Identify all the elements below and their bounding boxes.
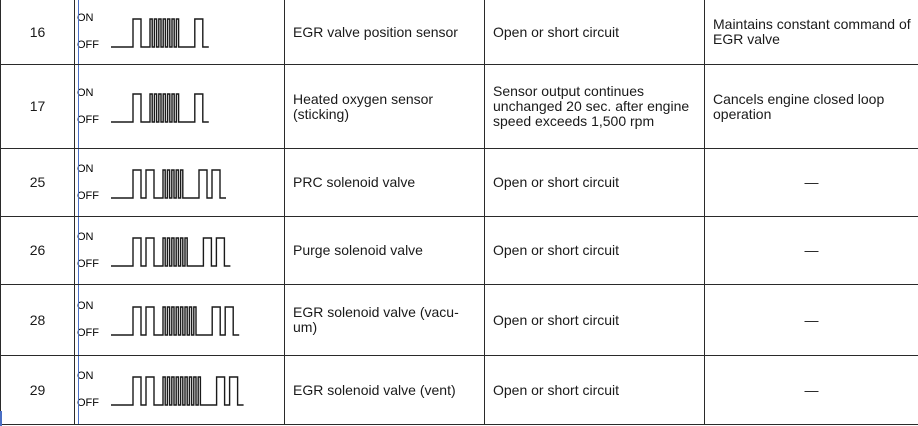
condition-cell: Open or short circuit (484, 0, 705, 65)
waveform-trace (111, 18, 209, 48)
waveform-cell: ON OFF (74, 148, 285, 217)
on-label: ON (77, 300, 94, 312)
table-row: 16 ON OFF EGR valve position sensor Open… (0, 0, 918, 65)
table-row: 17 ON OFF Heated oxygen sensor (sticking… (0, 64, 918, 149)
condition-cell: Open or short circuit (484, 355, 705, 425)
off-label: OFF (77, 327, 99, 339)
condition-cell: Open or short circuit (484, 148, 705, 217)
page-margin-mark (0, 411, 2, 426)
item-cell: PRC solenoid valve (284, 148, 485, 217)
off-label: OFF (77, 258, 99, 270)
item-cell: EGR solenoid valve (vent) (284, 355, 485, 425)
on-label: ON (77, 87, 94, 99)
condition-cell: Open or short circuit (484, 284, 705, 356)
on-label: ON (77, 12, 94, 24)
waveform-trace (111, 306, 240, 336)
table-row: 29 ON OFF EGR solenoid valve (vent) Open… (0, 355, 918, 425)
failsafe-cell: Maintains constant command of EGR valve (704, 0, 918, 65)
on-label: ON (77, 370, 94, 382)
waveform-trace (111, 92, 209, 123)
waveform-diagram: ON OFF (77, 87, 209, 126)
condition-cell: Sensor output continues unchanged 20 sec… (484, 64, 705, 149)
waveform-diagram: ON OFF (77, 300, 240, 339)
waveform-diagram: ON OFF (77, 12, 209, 51)
waveform-diagram: ON OFF (77, 231, 231, 270)
waveform-cell: ON OFF (74, 0, 285, 65)
code-cell: 26 (0, 216, 75, 285)
code-cell: 28 (0, 284, 75, 356)
on-label: ON (77, 231, 94, 243)
failsafe-cell: — (704, 284, 918, 356)
code-cell: 25 (0, 148, 75, 217)
waveform-cell: ON OFF (74, 64, 285, 149)
waveform-cell: ON OFF (74, 216, 285, 285)
waveform-cell: ON OFF (74, 355, 285, 425)
failsafe-cell: — (704, 216, 918, 285)
code-cell: 29 (0, 355, 75, 425)
off-label: OFF (77, 39, 99, 51)
item-cell: EGR valve position sensor (284, 0, 485, 65)
waveform-trace (111, 168, 226, 199)
off-label: OFF (77, 114, 99, 126)
item-cell: Purge solenoid valve (284, 216, 485, 285)
code-cell: 17 (0, 64, 75, 149)
waveform-trace (111, 376, 244, 406)
off-label: OFF (77, 397, 99, 409)
item-cell: EGR solenoid valve (vacu- um) (284, 284, 485, 356)
failsafe-cell: Cancels engine closed loop operation (704, 64, 918, 149)
condition-cell: Open or short circuit (484, 216, 705, 285)
waveform-diagram: ON OFF (77, 370, 244, 409)
failsafe-cell: — (704, 355, 918, 425)
table-row: 25 ON OFF PRC solenoid valve Open or sho… (0, 148, 918, 217)
failsafe-cell: — (704, 148, 918, 217)
waveform-cell: ON OFF (74, 284, 285, 356)
waveform-trace (111, 236, 231, 267)
code-cell: 16 (0, 0, 75, 65)
waveform-diagram: ON OFF (77, 163, 226, 202)
table-row: 26 ON OFF Purge solenoid valve Open or s… (0, 216, 918, 285)
off-label: OFF (77, 190, 99, 202)
on-label: ON (77, 163, 94, 175)
item-cell: Heated oxygen sensor (sticking) (284, 64, 485, 149)
table-row: 28 ON OFF EGR solenoid valve (vacu- um) … (0, 284, 918, 356)
